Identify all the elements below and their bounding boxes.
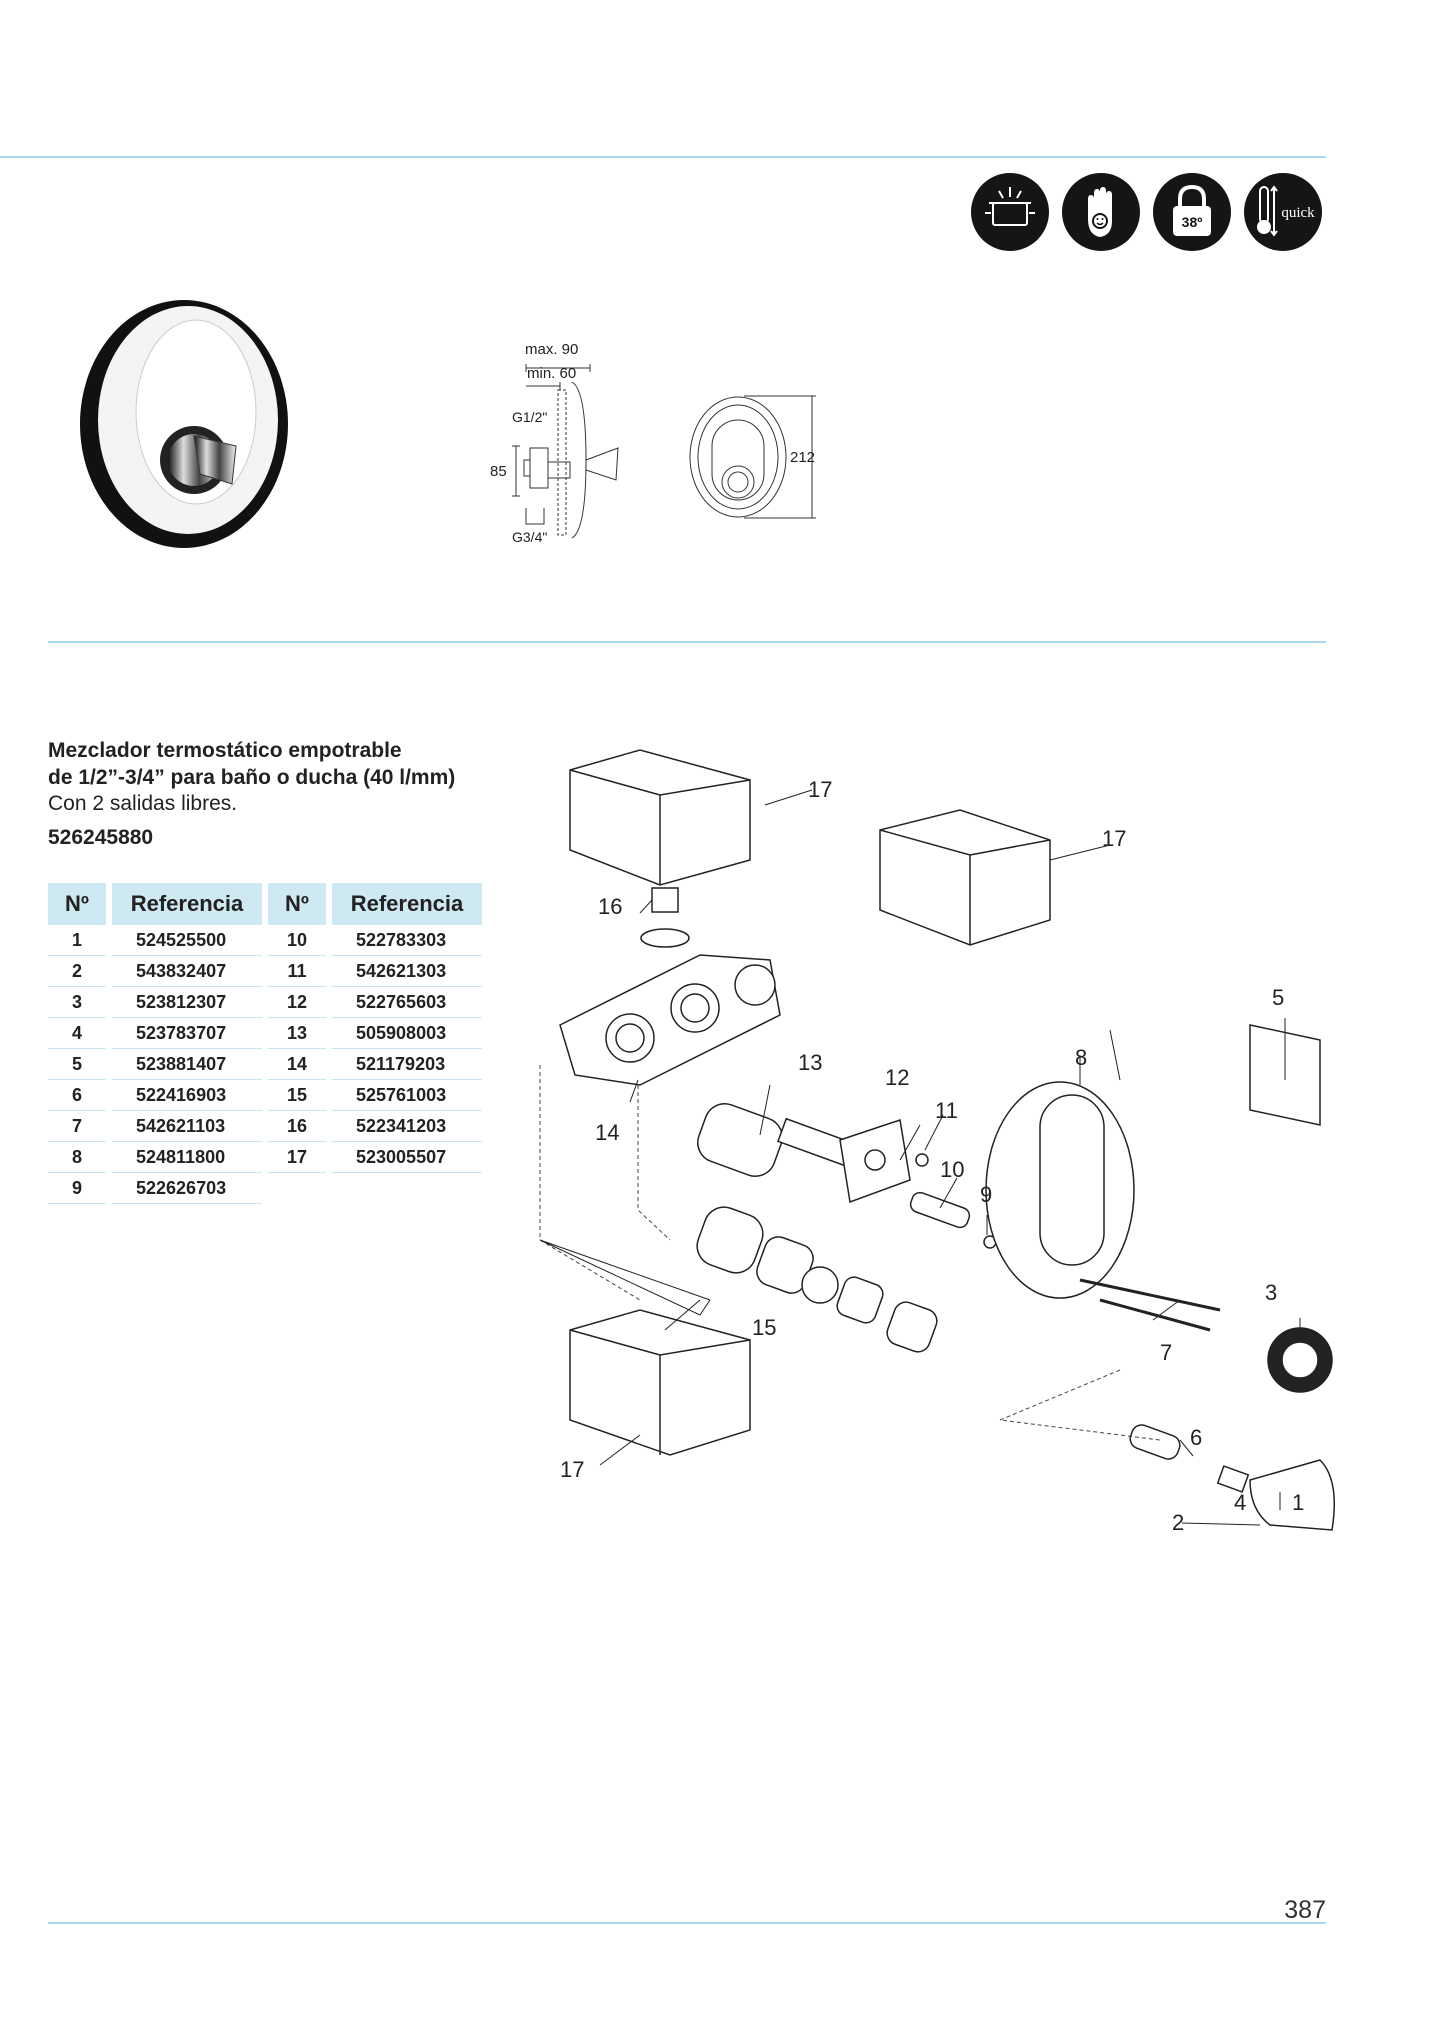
page-number: 387 [1284, 1896, 1326, 1924]
product-title-line2: de 1/2”-3/4” para baño o ducha (40 l/mm) [48, 766, 456, 789]
part-no: 8 [48, 1142, 106, 1173]
part-no: 3 [48, 987, 106, 1018]
callout-15: 15 [752, 1315, 776, 1340]
part-no [268, 1173, 326, 1204]
part-reference: 525761003 [332, 1080, 482, 1111]
dimension-drawing: max. 90 min. 60 G1/2" 85 G3/4" 212 [490, 341, 816, 545]
callout-6: 6 [1190, 1425, 1202, 1450]
part-no: 15 [268, 1080, 326, 1111]
callout-17-top: 17 [808, 777, 832, 802]
part-reference: 521179203 [332, 1049, 482, 1080]
part-reference: 524525500 [112, 925, 262, 956]
dim-plate-height-label: 212 [790, 449, 815, 466]
part-no: 16 [268, 1111, 326, 1142]
part-reference: 522626703 [112, 1173, 262, 1204]
part-no: 11 [268, 956, 326, 987]
callout-9: 9 [980, 1182, 992, 1207]
callout-5: 5 [1272, 985, 1284, 1010]
part-reference: 523812307 [112, 987, 262, 1018]
part-reference: 523783707 [112, 1018, 262, 1049]
part-no: 4 [48, 1018, 106, 1049]
parts-table-header: Nº Referencia Nº Referencia [48, 883, 482, 925]
callout-3: 3 [1265, 1280, 1277, 1305]
part-no: 14 [268, 1049, 326, 1080]
top-rule [0, 156, 1326, 158]
product-subtitle: Con 2 salidas libres. [48, 792, 238, 815]
product-heading: Mezclador termostático empotrable de 1/2… [48, 737, 568, 851]
callout-14: 14 [595, 1120, 619, 1145]
quick-label: quick [1281, 205, 1315, 221]
dim-min-label: min. 60 [527, 365, 576, 382]
part-reference: 524811800 [112, 1142, 262, 1173]
part-reference: 505908003 [332, 1018, 482, 1049]
part-no: 17 [268, 1142, 326, 1173]
callout-7: 7 [1160, 1340, 1172, 1365]
dim-max-label: max. 90 [525, 341, 578, 358]
callout-17-bottom: 17 [560, 1457, 584, 1482]
callout-4: 4 [1234, 1490, 1246, 1515]
callout-16: 16 [598, 894, 622, 919]
product-title-line1: Mezclador termostático empotrable [48, 739, 402, 762]
part-no: 5 [48, 1049, 106, 1080]
callout-13: 13 [798, 1050, 822, 1075]
lock-temp-label: 38º [1182, 214, 1203, 230]
part-no: 9 [48, 1173, 106, 1204]
part-no: 10 [268, 925, 326, 956]
header-ref-1: Referencia [112, 883, 262, 925]
part-no: 2 [48, 956, 106, 987]
callout-2: 2 [1172, 1510, 1184, 1535]
temperature-lock-38-icon: 38º [1153, 173, 1231, 251]
part-reference: 523881407 [112, 1049, 262, 1080]
exploded-view-diagram: 1 2 3 4 5 6 7 8 9 10 11 12 13 14 15 16 1… [539, 749, 1335, 1535]
callout-17-right: 17 [1102, 826, 1126, 851]
diagram-callouts: 1 2 3 4 5 6 7 8 9 10 11 12 13 14 15 16 1… [560, 777, 1304, 1535]
callout-12: 12 [885, 1065, 909, 1090]
feature-icons: 38º quick [971, 173, 1322, 251]
part-no: 7 [48, 1111, 106, 1142]
part-reference: 522765603 [332, 987, 482, 1018]
part-reference: 522341203 [332, 1111, 482, 1142]
part-no: 6 [48, 1080, 106, 1111]
callout-10: 10 [940, 1157, 964, 1182]
header-no-1: Nº [48, 883, 106, 925]
callout-8: 8 [1075, 1045, 1087, 1070]
middle-rule [48, 641, 1326, 643]
part-reference: 522416903 [112, 1080, 262, 1111]
safe-touch-hand-icon [1062, 173, 1140, 251]
dim-height-side-label: 85 [490, 463, 507, 480]
part-no: 13 [268, 1018, 326, 1049]
product-photo [80, 300, 288, 548]
quick-thermostat-icon: quick [1244, 173, 1322, 251]
bottom-rule [48, 1922, 1326, 1924]
part-reference: 542621303 [332, 956, 482, 987]
part-reference: 543832407 [112, 956, 262, 987]
callout-1: 1 [1292, 1490, 1304, 1515]
part-reference: 523005507 [332, 1142, 482, 1173]
eco-stop-icon [971, 173, 1049, 251]
part-no: 1 [48, 925, 106, 956]
part-reference [332, 1173, 482, 1204]
callout-11: 11 [935, 1098, 958, 1123]
header-no-2: Nº [268, 883, 326, 925]
header-ref-2: Referencia [332, 883, 482, 925]
dim-inlet-bottom-label: G3/4" [512, 529, 547, 545]
part-reference: 522783303 [332, 925, 482, 956]
part-no: 12 [268, 987, 326, 1018]
product-code: 526245880 [48, 826, 154, 849]
part-reference: 542621103 [112, 1111, 262, 1142]
dim-inlet-top-label: G1/2" [512, 409, 547, 425]
